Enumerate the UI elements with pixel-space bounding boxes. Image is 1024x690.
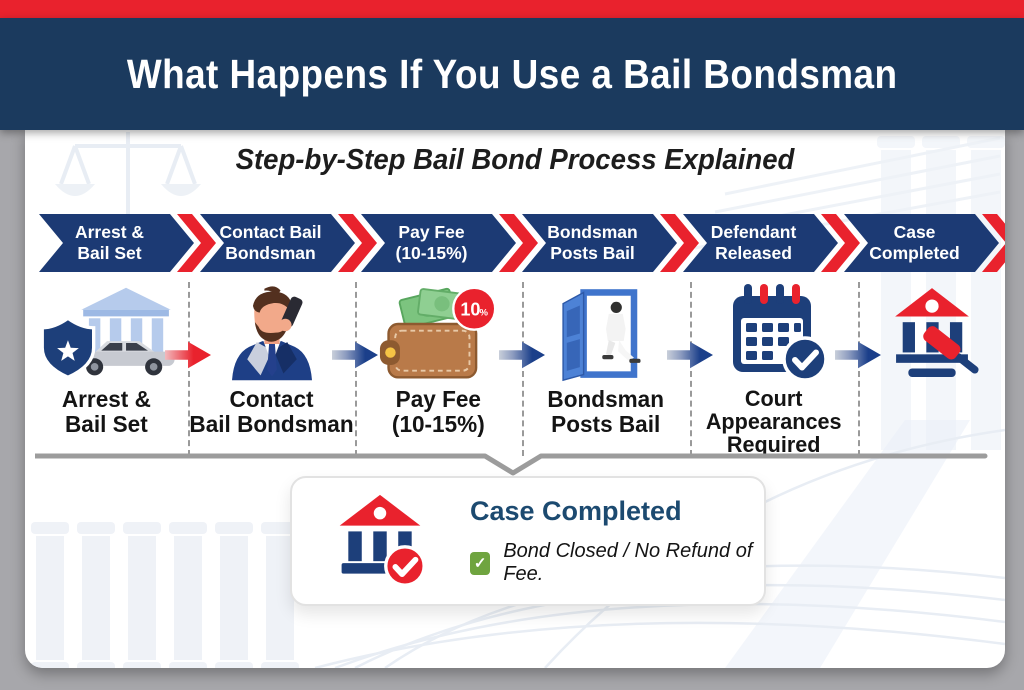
step-column-contact: Contact Bail Bondsman — [188, 280, 355, 462]
fee-badge-unit: % — [479, 307, 488, 318]
step-column-case-completed — [858, 280, 1005, 462]
step-label: Arrest & Bail Set — [61, 386, 152, 437]
hatch-lines-decoration — [694, 136, 1001, 250]
diagonal-swath-decoration — [725, 420, 970, 668]
step-label: Bondsman Posts Bail — [547, 386, 665, 437]
step-label: Court Appearances Required — [706, 386, 842, 457]
dashed-separator — [522, 282, 524, 456]
timeline — [32, 452, 995, 480]
court-calendar-check-icon — [733, 284, 828, 382]
step-column-payfee: 10 % Pay Fee (10-15%) — [355, 280, 522, 462]
background-decoration — [31, 132, 1005, 668]
top-accent-bar — [0, 0, 1024, 18]
timeline-line-with-notch — [32, 453, 988, 476]
wallet-with-cash-icon: 10 % — [379, 286, 496, 379]
step-label: Pay Fee (10-15%) — [392, 386, 485, 437]
police-badge-part — [40, 316, 95, 380]
pillars-decoration-left — [31, 522, 299, 668]
dashed-separator — [858, 282, 860, 456]
dashed-separator — [188, 282, 190, 456]
content-card: Step-by-Step Bail Bond Process Explained — [25, 130, 1005, 668]
bondsman-on-phone-icon — [231, 286, 312, 381]
subtitle: Step-by-Step Bail Bond Process Explained — [235, 144, 795, 176]
courthouse-check-icon — [339, 494, 426, 587]
steps-row: Arrest & Bail Set — [25, 280, 1005, 462]
police-badge-courthouse-car-icon — [40, 287, 175, 380]
banner-step-arrest: Arrest &Bail Set — [74, 222, 145, 263]
step-column-arrest: Arrest & Bail Set — [25, 280, 188, 462]
dashed-separator — [355, 282, 357, 456]
open-door-release-icon — [562, 289, 641, 382]
checkbox-icon: ✓ — [470, 551, 491, 575]
step-label: Contact Bail Bondsman — [189, 386, 354, 437]
courthouse-gavel-icon — [894, 288, 979, 378]
dashed-separator — [690, 282, 692, 456]
step-column-postsbail: Bondsman Posts Bail — [522, 280, 690, 462]
walking-man-part — [602, 301, 641, 363]
step-column-court: Court Appearances Required — [690, 280, 858, 462]
banner-chevrons-graphic — [39, 214, 1005, 272]
header-band: What Happens If You Use a Bail Bondsman — [0, 18, 1024, 130]
page-title: What Happens If You Use a Bail Bondsman — [126, 50, 898, 97]
banner-step-payfee: Pay Fee(10-15%) — [395, 222, 468, 263]
fee-badge-value: 10 — [460, 299, 480, 319]
result-title: Case Completed — [470, 496, 682, 526]
result-card: Case Completed ✓ Bond Closed / No Refund… — [290, 476, 766, 606]
result-note: Bond Closed / No Refund of Fee. — [503, 540, 753, 585]
